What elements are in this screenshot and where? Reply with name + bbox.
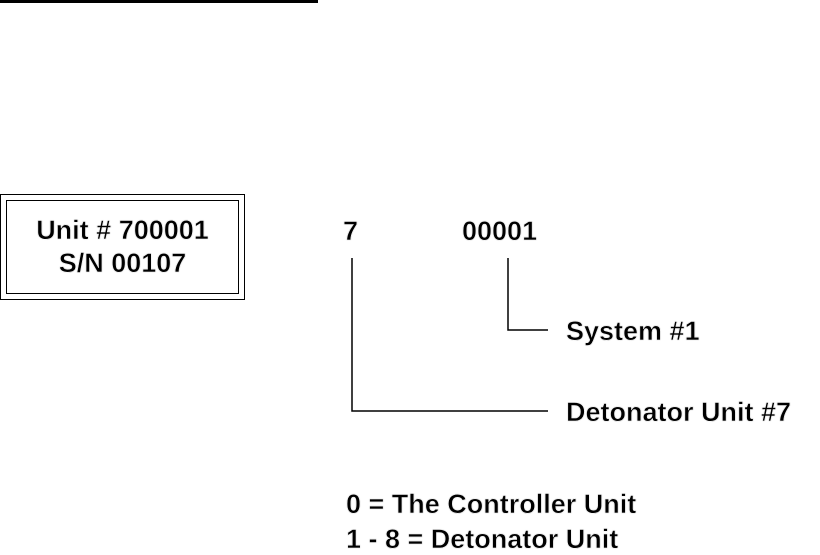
system-connector-line xyxy=(508,258,548,330)
detonator-connector-line xyxy=(352,258,548,411)
legend-controller: 0 = The Controller Unit xyxy=(346,489,636,519)
legend-detonator: 1 - 8 = Detonator Unit xyxy=(346,524,618,554)
system-annotation: System #1 xyxy=(566,316,700,346)
detonator-annotation: Detonator Unit #7 xyxy=(566,397,791,427)
